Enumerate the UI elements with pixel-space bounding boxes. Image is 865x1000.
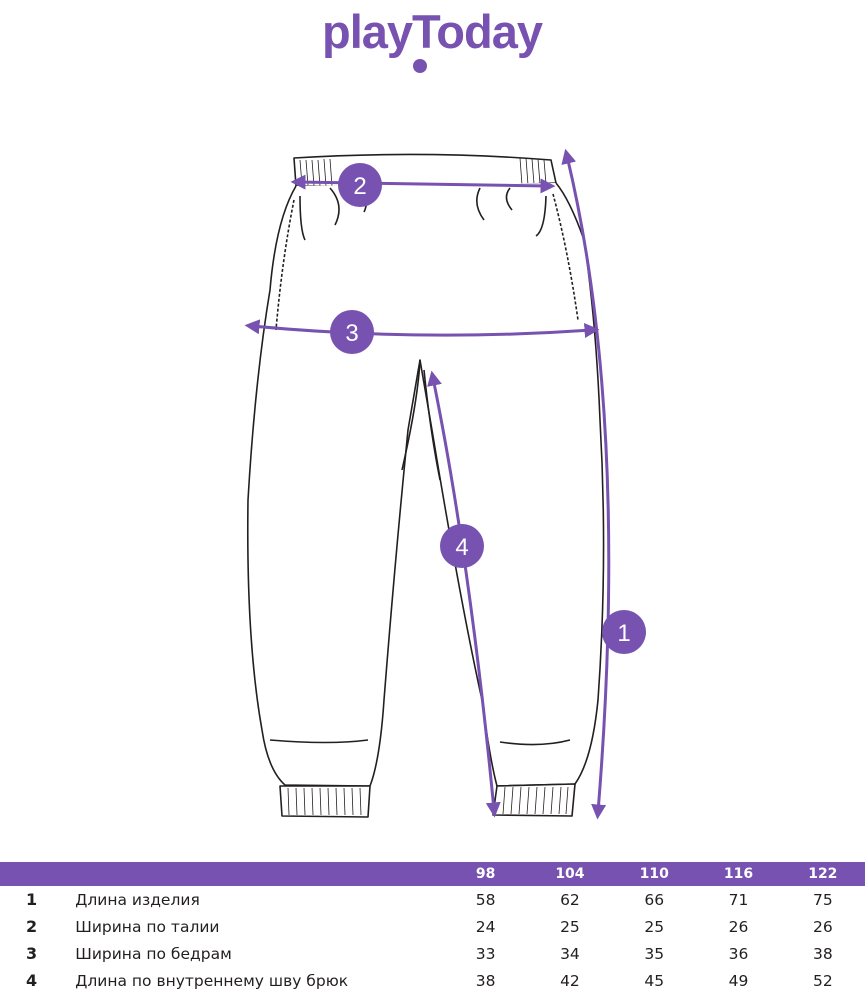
- size-header: 110: [612, 862, 697, 886]
- playtoday-logo: playToday: [322, 5, 544, 73]
- cell-value: 71: [728, 890, 749, 909]
- cell-value: 75: [812, 890, 833, 909]
- marker-3: 3: [330, 310, 374, 354]
- cell-value: 26: [812, 917, 833, 936]
- table-row: 4 Длина по внутреннему шву брюк 38 42 45…: [0, 967, 865, 994]
- logo-text: playToday: [322, 5, 543, 58]
- cell-value: 26: [728, 917, 749, 936]
- cell-value: 52: [812, 971, 833, 990]
- svg-text:2: 2: [353, 173, 366, 200]
- row-number: 3: [26, 944, 38, 963]
- cell-value: 42: [560, 971, 580, 990]
- marker-1: 1: [602, 610, 646, 654]
- inseam-length-line: [427, 370, 501, 818]
- total-length-line: [561, 148, 611, 820]
- cell-value: 25: [560, 917, 580, 936]
- cell-value: 45: [644, 971, 665, 990]
- cell-value: 49: [728, 971, 749, 990]
- cell-value: 62: [560, 890, 580, 909]
- cell-value: 35: [644, 944, 665, 963]
- cell-value: 33: [475, 944, 496, 963]
- svg-text:1: 1: [617, 620, 630, 647]
- row-label: Длина изделия: [75, 890, 200, 909]
- size-header: 116: [696, 862, 781, 886]
- logo-dot: [413, 59, 427, 73]
- size-header: 122: [780, 862, 865, 886]
- cell-value: 24: [475, 917, 496, 936]
- size-header-row: 98 104 110 116 122: [0, 862, 865, 886]
- svg-text:4: 4: [455, 534, 468, 561]
- pants-technical-drawing: 2 3 4 1: [244, 148, 646, 820]
- row-number: 1: [26, 890, 38, 909]
- row-number: 2: [26, 917, 38, 936]
- size-table: 98 104 110 116 122 1 Длина изделия 58 62…: [0, 862, 865, 994]
- row-label: Длина по внутреннему шву брюк: [75, 971, 349, 990]
- cell-value: 66: [644, 890, 665, 909]
- size-header: 98: [443, 862, 528, 886]
- hip-width-line: [244, 319, 600, 339]
- cell-value: 38: [475, 971, 496, 990]
- table-row: 2 Ширина по талии 24 25 25 26 26: [0, 913, 865, 940]
- marker-2: 2: [338, 163, 382, 207]
- measurement-lines: [244, 148, 611, 820]
- row-label: Ширина по талии: [75, 917, 220, 936]
- pants-outline: [246, 153, 605, 818]
- table-row: 1 Длина изделия 58 62 66 71 75: [0, 886, 865, 913]
- size-header: 104: [527, 862, 613, 886]
- cell-value: 34: [560, 944, 580, 963]
- cell-value: 36: [728, 944, 749, 963]
- cell-value: 58: [475, 890, 496, 909]
- svg-text:3: 3: [345, 320, 358, 347]
- row-number: 4: [26, 971, 38, 990]
- table-row: 3 Ширина по бедрам 33 34 35 36 38: [0, 940, 865, 967]
- marker-4: 4: [440, 524, 484, 568]
- cell-value: 25: [644, 917, 665, 936]
- cell-value: 38: [812, 944, 833, 963]
- row-label: Ширина по бедрам: [75, 944, 232, 963]
